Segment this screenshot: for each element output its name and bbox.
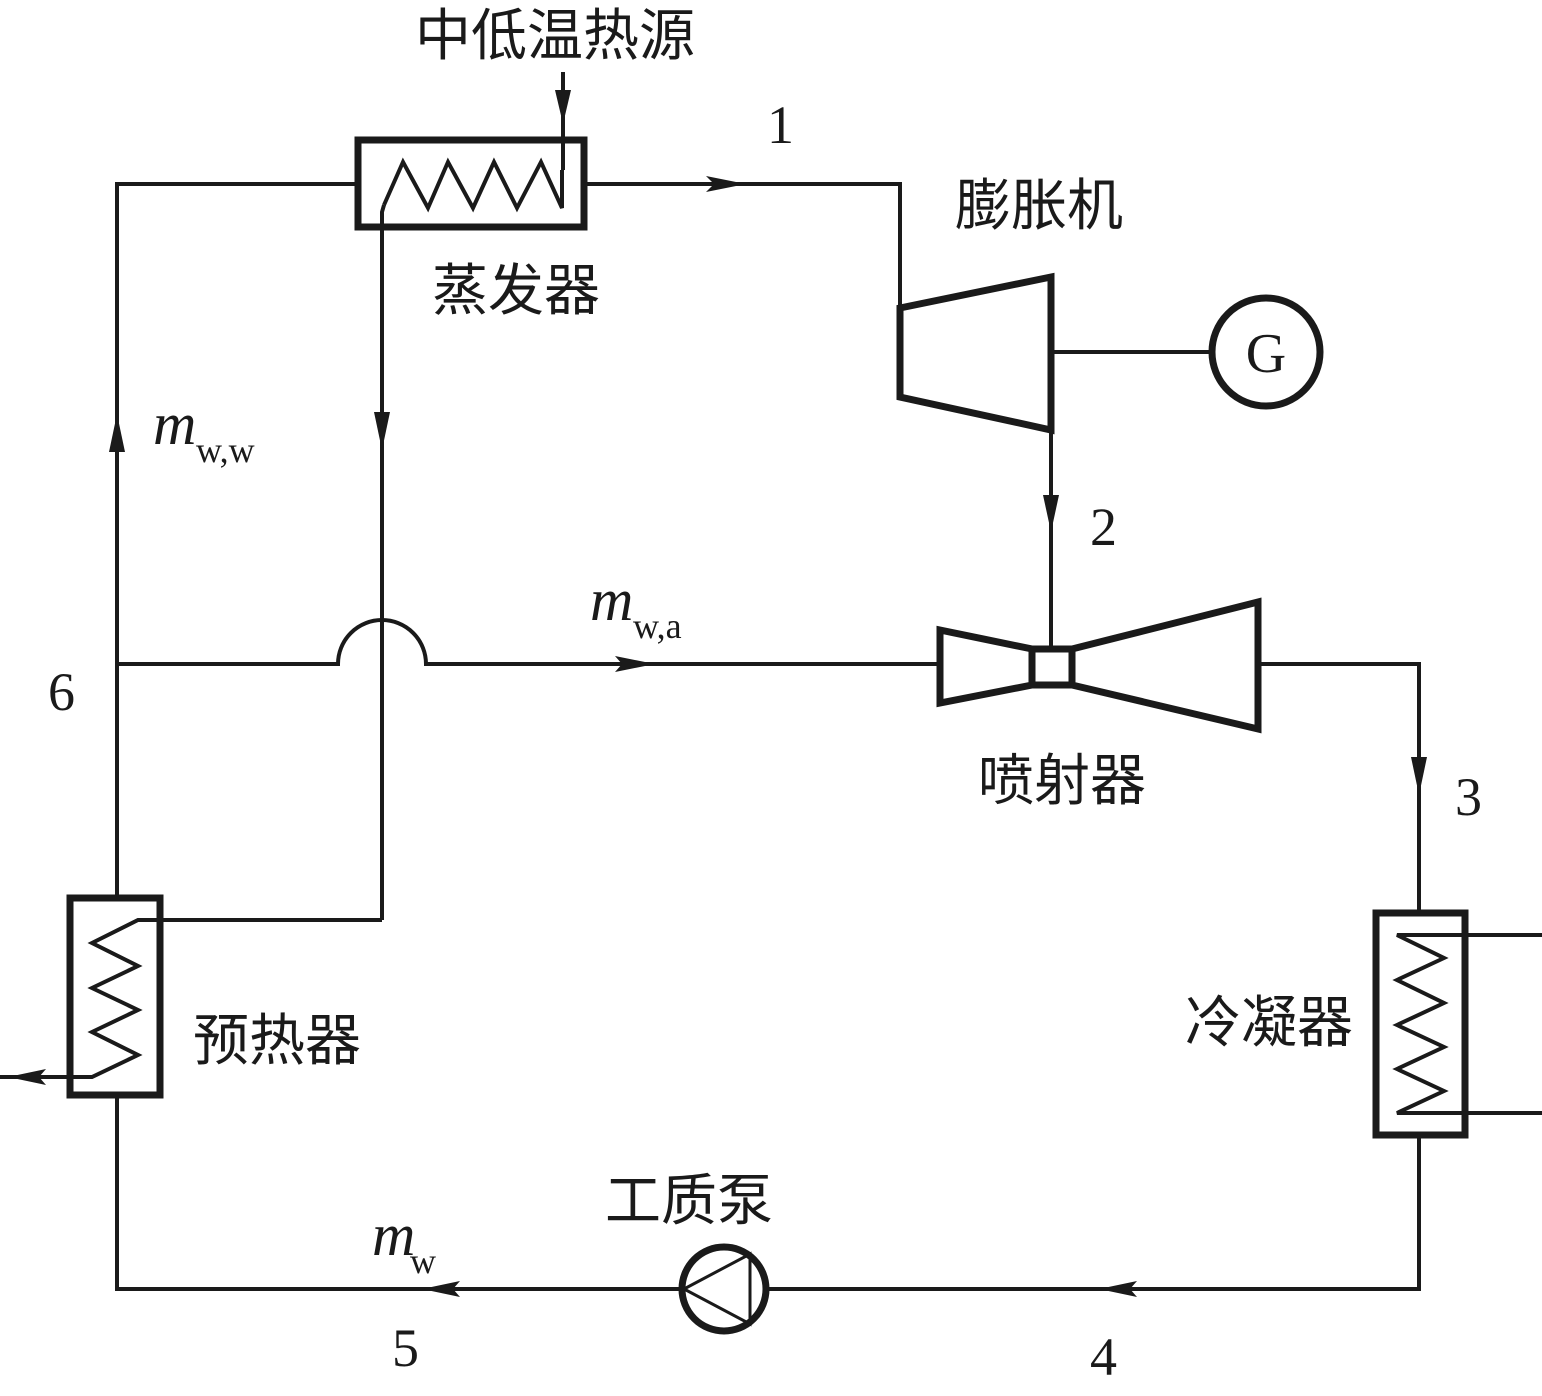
ejector-nozzle (936, 625, 1036, 708)
pipe-1 (584, 182, 902, 306)
expander (896, 272, 1055, 435)
flow-label-mwa: m w,a (590, 567, 682, 646)
condenser (1372, 909, 1542, 1139)
state-3-label: 3 (1455, 767, 1482, 827)
diagram-stroke: w,a (633, 606, 682, 646)
flow-label-mw: m w (372, 1202, 436, 1281)
pipe-6-to-ejector (117, 618, 940, 666)
arrow-mwa (615, 656, 655, 672)
state-4-label: 4 (1090, 1327, 1117, 1387)
state-6-label: 6 (48, 662, 75, 722)
evaporator-label: 蒸发器 (432, 259, 600, 324)
preheater-coil (0, 918, 382, 1079)
heat-source-return-line (380, 204, 386, 920)
arrow-mww (109, 414, 125, 452)
diagram-stroke: w,w (196, 430, 255, 470)
pipe-3 (1258, 662, 1421, 913)
heat-source-arrow (555, 90, 571, 124)
flow-label-mww: m w,w (153, 391, 255, 470)
ejector-mixing-chamber (1028, 645, 1076, 689)
diagram-stroke: w (410, 1241, 436, 1281)
pump-triangle (680, 1251, 752, 1327)
pipe-5 (115, 1095, 682, 1291)
expander-body (896, 272, 1055, 435)
arrow-3 (1411, 757, 1427, 795)
heat-source-label: 中低温热源 (415, 4, 695, 69)
arrow-2 (1043, 495, 1059, 532)
arrow-1 (706, 176, 746, 192)
evaporator-coil (382, 157, 564, 213)
condenser-coil (1392, 933, 1542, 1115)
generator-label: G (1246, 323, 1286, 385)
state-1-label: 1 (767, 95, 794, 155)
preheater-label: 预热器 (193, 1009, 361, 1074)
heat-source-return-arrow (374, 412, 390, 450)
diagram-stroke: m (590, 567, 633, 633)
diagram-stroke: m (153, 391, 196, 457)
pump-casing (678, 1243, 770, 1335)
ejector-label: 喷射器 (978, 749, 1146, 814)
state-5-label: 5 (392, 1318, 419, 1378)
pipe-6-to-evaporator (115, 182, 358, 898)
arrow-5 (422, 1281, 460, 1297)
pipe-4 (766, 1135, 1421, 1291)
ejector-diffuser (1068, 597, 1262, 734)
generator-circle (1208, 294, 1324, 410)
condenser-label: 冷凝器 (1185, 991, 1353, 1056)
expander-label: 膨胀机 (955, 174, 1123, 239)
generator: G (1208, 294, 1324, 410)
pump-label: 工质泵 (605, 1169, 773, 1234)
state-2-label: 2 (1090, 497, 1117, 557)
evaporator (354, 136, 588, 231)
arrow-4 (1099, 1281, 1137, 1297)
preheater-outlet-arrow (8, 1069, 46, 1085)
diagram-stroke: m (372, 1202, 415, 1268)
ejector (936, 597, 1262, 734)
